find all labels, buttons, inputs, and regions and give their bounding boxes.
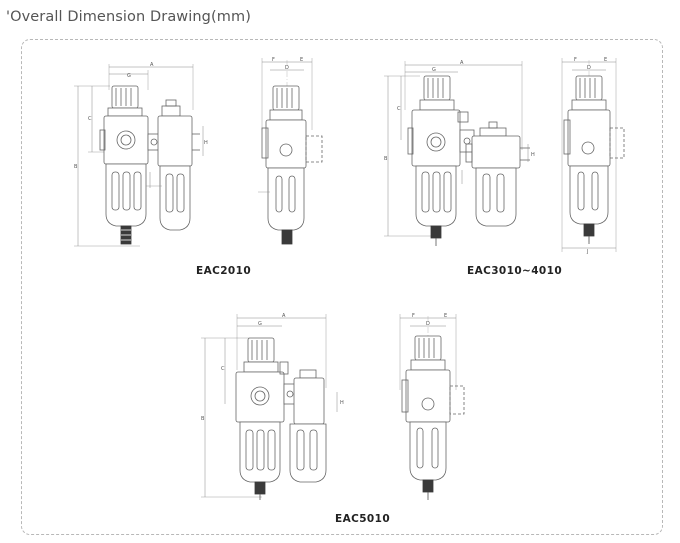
eac5010-side-letters: F E D <box>412 313 447 327</box>
dim-letter-d: D <box>285 65 289 71</box>
eac2010-letters: A G B C H <box>74 62 208 170</box>
eac3010-side-view <box>561 58 625 252</box>
dim-letter-e-5010: E <box>444 313 447 319</box>
dim-letter-c-3010: C <box>397 106 401 112</box>
dim-letter-a: A <box>150 62 154 68</box>
dim-letter-d-5010: D <box>426 321 430 327</box>
caption-eac2010: EAC2010 <box>196 265 252 277</box>
eac3010-side-letters: F E D J <box>574 57 607 255</box>
dim-letter-b: B <box>74 164 78 170</box>
dim-letter-b-5010: B <box>201 416 205 422</box>
eac5010-side-view <box>399 314 465 500</box>
dim-letter-h-5010: H <box>340 400 344 406</box>
dim-letter-a-5010: A <box>282 313 286 319</box>
dim-letter-g-3010: G <box>432 67 436 73</box>
dim-letter-b-3010: B <box>384 156 388 162</box>
eac3010-letters: A G B C H <box>384 60 535 162</box>
dim-letter-g-5010: G <box>258 321 262 327</box>
dim-letter-g: G <box>127 73 131 79</box>
eac2010-side-view <box>258 58 323 245</box>
dim-letter-d-3010: D <box>587 65 591 71</box>
eac3010-front-view <box>384 61 530 246</box>
dim-letter-f-3010: F <box>574 57 577 63</box>
dim-letter-e: E <box>300 57 303 63</box>
dim-letter-e-3010: E <box>604 57 607 63</box>
drawing-frame <box>21 39 663 535</box>
eac2010-front-view <box>74 64 204 247</box>
eac2010-side-letters: F E D <box>272 57 303 71</box>
eac5010-letters: A G B C H <box>201 313 344 422</box>
dim-letter-c-5010: C <box>221 366 225 372</box>
dim-letter-h-3010: H <box>531 152 535 158</box>
dim-letter-f: F <box>272 57 275 63</box>
dim-letter-c: C <box>88 116 92 122</box>
dim-letter-a-3010: A <box>460 60 464 66</box>
eac5010-front-view <box>201 314 338 500</box>
dim-letter-j-3010: J <box>586 249 588 255</box>
dim-letter-f-5010: F <box>412 313 415 319</box>
caption-eac5010: EAC5010 <box>335 513 391 525</box>
dim-letter-h: H <box>204 140 208 146</box>
page-title: 'Overall Dimension Drawing(mm) <box>6 9 251 25</box>
caption-eac3010-4010: EAC3010~4010 <box>467 265 563 277</box>
